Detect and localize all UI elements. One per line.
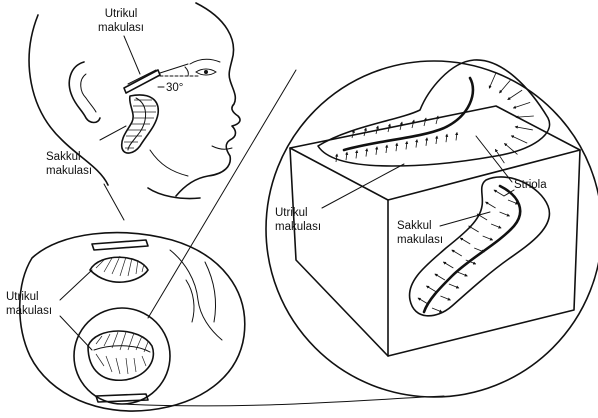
labyrinth-view: [20, 233, 245, 411]
hair-cell-arrow: [483, 236, 493, 240]
label-utrikul-left: Utrikul makulası: [6, 270, 92, 350]
head-utricle-macula: [124, 64, 200, 93]
svg-text:makulası: makulası: [6, 305, 52, 317]
hair-cell-arrow: [516, 116, 534, 117]
hair-cell-arrow: [494, 190, 504, 196]
hair-cell-arrow: [406, 141, 407, 149]
inset-circle: [74, 308, 170, 404]
svg-text:Utrikul: Utrikul: [275, 207, 308, 219]
hair-cell-arrow: [489, 73, 496, 88]
hair-cell-arrow: [436, 116, 438, 124]
hair-cell-arrow: [426, 286, 436, 292]
hair-cell-arrow: [508, 90, 522, 100]
hair-cell-arrow: [460, 238, 470, 244]
hair-cell-arrow: [486, 202, 496, 208]
label-utrikul-head: Utrikul makulası: [98, 8, 144, 74]
svg-text:makulası: makulası: [275, 221, 321, 233]
hair-cell-arrow: [469, 226, 479, 232]
hair-cell-arrow: [356, 150, 357, 158]
cube-block: [290, 106, 580, 356]
hair-cell-arrow: [336, 154, 337, 162]
cube-utricle-macula: [318, 60, 550, 166]
zoom-connector-bottom: [122, 396, 444, 406]
hair-cell-arrow: [474, 248, 484, 252]
label-sakkul-cube: Sakkul makulası: [397, 212, 490, 246]
svg-text:Striola: Striola: [514, 179, 547, 191]
hair-cell-arrow: [513, 102, 530, 108]
label-sakkul-left: Sakkul makulası: [46, 126, 126, 220]
saccule-hair-cell-arrows: [418, 190, 518, 312]
hair-cell-arrow: [435, 274, 445, 280]
hair-cell-arrow: [499, 80, 510, 93]
hair-cell-arrow: [511, 136, 527, 143]
svg-text:Sakkul: Sakkul: [397, 220, 432, 232]
hair-cell-arrow: [500, 212, 510, 216]
svg-text:makulası: makulası: [397, 234, 443, 246]
svg-text:makulası: makulası: [98, 22, 144, 34]
hair-cell-arrow: [396, 143, 397, 151]
hair-cell-arrow: [426, 138, 427, 146]
hair-cell-arrow: [412, 120, 414, 128]
hair-cell-arrow: [452, 250, 462, 256]
hair-cell-arrow: [424, 118, 426, 126]
hair-cell-arrow: [457, 272, 467, 276]
hair-cell-arrow: [418, 298, 428, 304]
hair-cell-arrow: [386, 145, 387, 153]
cube-saccule-macula: [410, 177, 550, 316]
hair-cell-arrow: [432, 308, 442, 312]
label-angle: 30°: [166, 82, 183, 94]
hair-cell-arrow: [456, 132, 457, 140]
hair-cell-arrow: [449, 284, 459, 288]
hair-cell-arrow: [366, 149, 367, 157]
hair-cell-arrow: [446, 134, 447, 142]
svg-text:makulası: makulası: [46, 165, 92, 177]
hair-cell-arrow: [491, 224, 501, 228]
svg-text:Utrikul: Utrikul: [105, 8, 138, 20]
hair-cell-arrow: [443, 262, 453, 268]
svg-text:Sakkul: Sakkul: [46, 151, 81, 163]
svg-text:Utrikul: Utrikul: [6, 291, 39, 303]
hair-cell-arrow: [436, 136, 437, 144]
hair-cell-arrow: [416, 140, 417, 148]
hair-cell-arrow: [346, 152, 347, 160]
head-saccule-macula: [122, 95, 159, 153]
label-striola: Striola: [476, 136, 547, 196]
hair-cell-arrow: [440, 296, 450, 300]
hair-cell-arrow: [376, 147, 377, 155]
hair-cell-arrow: [515, 127, 533, 130]
